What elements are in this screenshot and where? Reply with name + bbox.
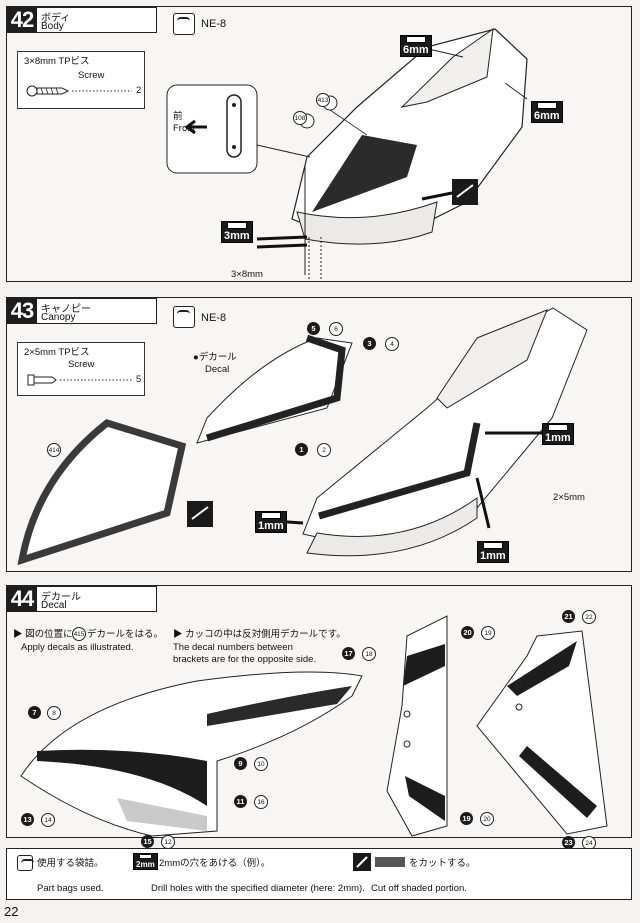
decal-num-16: 16 bbox=[254, 795, 268, 809]
decal-num-5: 5 bbox=[307, 322, 320, 335]
step-title-en: Body bbox=[41, 21, 64, 32]
cut-shaded-icon bbox=[353, 853, 405, 871]
legend-bag-en: Part bags used. bbox=[37, 883, 104, 894]
legend-bag-jp: 使用する袋詰。 bbox=[37, 858, 104, 869]
decal-num-18: 18 bbox=[362, 647, 376, 661]
decal-num-11: 11 bbox=[234, 795, 247, 808]
screw-icon bbox=[27, 374, 132, 386]
front-label-jp: 前 bbox=[173, 111, 183, 122]
canopy-drawing bbox=[17, 307, 588, 566]
decal-num-10: 10 bbox=[254, 757, 268, 771]
step-number: 44 bbox=[7, 586, 37, 612]
legend-footer: 使用する袋詰。 Part bags used. 2mm 2mmの穴をあける（例）… bbox=[6, 848, 632, 900]
note2-jp: ▶ カッコの中は反対側用デカールです。 bbox=[173, 629, 346, 640]
legend-drill-en: Drill holes with the specified diameter … bbox=[151, 883, 365, 894]
screw-box: 2×5mm TPビス Screw 5 bbox=[17, 342, 145, 396]
bag-label: NE-8 bbox=[201, 18, 227, 30]
step-title-jp: デカール bbox=[41, 592, 81, 603]
drill-badge-2mm: 2mm bbox=[133, 853, 158, 870]
decal-sheet-drawing bbox=[20, 615, 608, 837]
screw-size: 3×8mm TPビス bbox=[24, 56, 90, 67]
legend-cut-jp: をカットする。 bbox=[409, 858, 476, 869]
decal-num-1: 1 bbox=[295, 443, 308, 456]
decal-num-21: 21 bbox=[562, 610, 575, 623]
drill-badge-1mm-bottom: 1mm bbox=[477, 541, 509, 563]
drill-badge-1mm-left: 1mm bbox=[255, 511, 287, 533]
part-414: 414 bbox=[47, 443, 61, 457]
front-indicator-box bbox=[166, 84, 258, 174]
screw-qty: 2 bbox=[136, 85, 142, 96]
part-413: 413 bbox=[316, 93, 330, 107]
decal-num-9: 9 bbox=[234, 757, 247, 770]
step-title: ボディ Body bbox=[37, 7, 157, 33]
part-415: 415 bbox=[72, 627, 86, 641]
screw-callout: 2×5mm bbox=[553, 492, 585, 503]
step-title-jp: ボディ bbox=[41, 13, 71, 24]
decal-num-20: 20 bbox=[461, 626, 474, 639]
step-title: キャノピー Canopy bbox=[37, 298, 157, 324]
step-title-en: Canopy bbox=[41, 312, 76, 323]
decal-num-2: 2 bbox=[317, 443, 331, 457]
screw-box: 3×8mm TPビス Screw 2 bbox=[17, 51, 145, 109]
decal-num-12: 12 bbox=[161, 835, 175, 849]
decal-label-jp: ●デカール bbox=[193, 352, 237, 363]
step-title-jp: キャノピー bbox=[41, 304, 91, 315]
step-42-panel: 42 ボディ Body NE-8 3×8mm TPビス Screw 2 前 Fr… bbox=[6, 6, 632, 282]
part-bag-icon bbox=[173, 306, 195, 328]
screw-icon bbox=[26, 85, 132, 97]
decal-num-17: 17 bbox=[342, 647, 355, 660]
decal-num-22: 22 bbox=[582, 610, 596, 624]
screw-label: Screw bbox=[68, 359, 95, 370]
step-number: 42 bbox=[7, 7, 37, 33]
step-title-en: Decal bbox=[41, 600, 67, 611]
note1-en: Apply decals as illustrated. bbox=[21, 642, 134, 653]
part-bag-icon bbox=[17, 855, 34, 871]
page-number: 22 bbox=[4, 904, 19, 919]
front-label-en: Front bbox=[173, 123, 196, 134]
screw-qty: 5 bbox=[136, 374, 142, 385]
screw-size: 2×5mm TPビス bbox=[24, 347, 90, 358]
legend-drill-jp: 2mmの穴をあける（例）。 bbox=[159, 858, 271, 869]
note1-jp: ▶ 図の位置に bbox=[13, 629, 73, 640]
decal-num-6: 6 bbox=[329, 322, 343, 336]
drill-badge-6mm-right: 6mm bbox=[531, 101, 563, 123]
decal-num-14: 14 bbox=[41, 813, 55, 827]
step-title: デカール Decal bbox=[37, 586, 157, 612]
decal-num-7: 7 bbox=[28, 706, 41, 719]
decal-num-15: 15 bbox=[141, 835, 154, 848]
decal-num-19: 19 bbox=[481, 626, 495, 640]
decal-num-13: 13 bbox=[21, 813, 34, 826]
decal-label-en: Decal bbox=[205, 364, 230, 375]
drill-badge-3mm: 3mm bbox=[221, 221, 253, 243]
legend-cut-en: Cut off shaded portion. bbox=[371, 883, 467, 894]
decal-num-8: 8 bbox=[47, 706, 61, 720]
body-drawing bbox=[256, 27, 528, 279]
decal-num-23: 23 bbox=[562, 836, 575, 849]
step-43-panel: 43 キャノピー Canopy NE-8 2×5mm TPビス Screw 5 … bbox=[6, 297, 632, 572]
screw-callout: 3×8mm bbox=[231, 269, 263, 280]
decal-num-3: 3 bbox=[363, 337, 376, 350]
step-44-panel: 44 デカール Decal ▶ 図の位置に 415 デカールをはる。 Apply… bbox=[6, 585, 632, 850]
decal-num-4: 4 bbox=[385, 337, 399, 351]
screw-label: Screw bbox=[78, 70, 105, 81]
note1-jp-tail: デカールをはる。 bbox=[87, 629, 164, 640]
bag-label: NE-8 bbox=[201, 312, 227, 324]
part-bag-icon bbox=[173, 13, 195, 35]
part-108: 108 bbox=[293, 111, 307, 125]
note2-en-2: brackets are for the opposite side. bbox=[173, 654, 317, 665]
step-number: 43 bbox=[7, 298, 37, 324]
note2-en-1: The decal numbers between bbox=[173, 642, 293, 653]
drill-badge-6mm-top: 6mm bbox=[400, 35, 432, 57]
decal-num-20b: 20 bbox=[480, 812, 494, 826]
drill-badge-1mm-right: 1mm bbox=[542, 423, 574, 445]
decal-num-19b: 19 bbox=[460, 812, 473, 825]
